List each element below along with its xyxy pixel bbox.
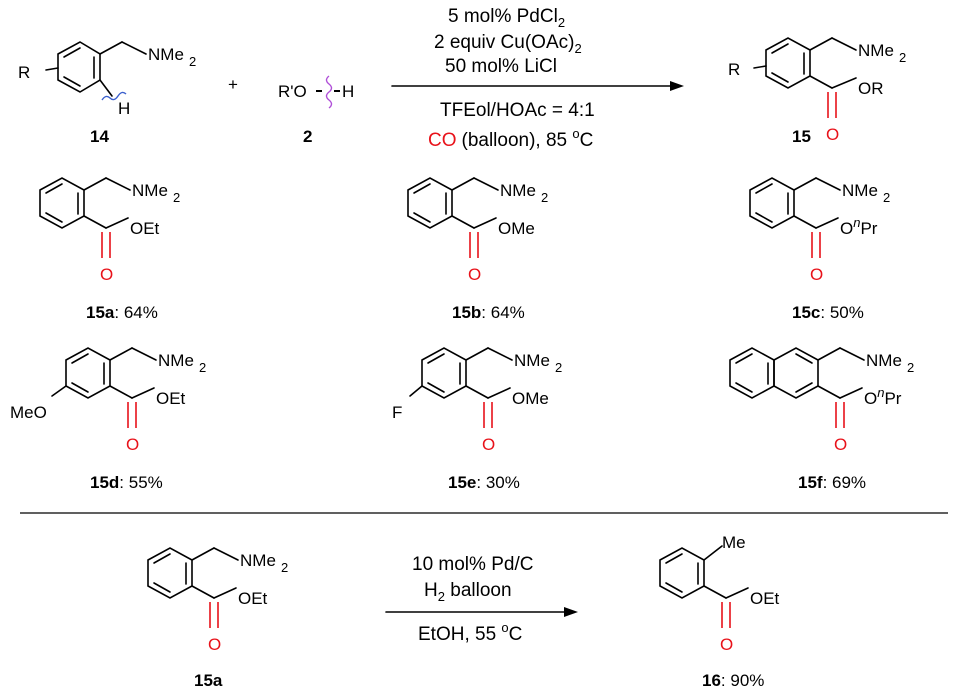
compound-id: 14 (90, 127, 109, 146)
cond-line1: 5 mol% PdCl (448, 6, 558, 27)
svg-text:2 equiv Cu(OAc)2: 2 equiv Cu(OAc)2 (434, 32, 582, 56)
svg-text:2: 2 (173, 190, 180, 205)
svg-text:5 mol% PdCl2: 5 mol% PdCl2 (448, 6, 565, 30)
svg-text:15f: 69%: 15f: 69% (798, 473, 866, 492)
svg-text:O: O (208, 635, 221, 654)
hydrogen-label: H (118, 99, 130, 118)
svg-text:15d: 55%: 15d: 55% (90, 473, 163, 492)
carbonyl-oxygen: O (826, 125, 839, 144)
svg-text:OEt: OEt (156, 389, 186, 408)
svg-text:O: O (100, 265, 113, 284)
r-group-label: R (728, 60, 740, 79)
bond-cleavage-mark (101, 91, 127, 101)
cond-line2: 2 equiv Cu(OAc) (434, 32, 574, 53)
svg-text:2: 2 (199, 360, 206, 375)
svg-text:F: F (392, 403, 402, 422)
svg-text:O: O (720, 635, 733, 654)
svg-text:NMe: NMe (132, 181, 168, 200)
svg-text:NMe: NMe (240, 551, 276, 570)
svg-text:2: 2 (883, 190, 890, 205)
svg-text:EtOH, 55 oC: EtOH, 55 oC (418, 620, 522, 645)
svg-text:OnPr: OnPr (864, 385, 902, 408)
svg-text:OEt: OEt (130, 219, 160, 238)
substrate-15a: NMe 2 OEt O 15a (147, 547, 288, 690)
reaction-arrow-top (391, 81, 684, 91)
cond-co: CO (428, 130, 457, 151)
svg-text:CO(balloon), 85 oC: CO(balloon), 85 oC (428, 126, 593, 151)
svg-text:2: 2 (281, 560, 288, 575)
bond-cleavage-mark (325, 75, 333, 109)
svg-text:15a: 64%: 15a: 64% (86, 303, 158, 322)
cond-b-line1: 10 mol% Pd/C (412, 554, 533, 575)
svg-text:15e: 30%: 15e: 30% (448, 473, 520, 492)
svg-text:O: O (468, 265, 481, 284)
substrate-14: R NMe 2 H 14 (18, 41, 196, 146)
svg-text:O: O (126, 435, 139, 454)
plus-sign: + (228, 75, 238, 94)
svg-text:NMe: NMe (500, 181, 536, 200)
svg-text:2: 2 (907, 360, 914, 375)
svg-text:2: 2 (541, 190, 548, 205)
product-15e: F NMe 2 OMe O 15e: 30% (392, 347, 562, 492)
product-15d: MeO NMe 2 OEt O 15d: 55% (10, 347, 206, 492)
svg-text:O: O (834, 435, 847, 454)
amine-label: NMe (858, 41, 894, 60)
svg-text:OMe: OMe (512, 389, 549, 408)
amine-label: NMe (148, 45, 184, 64)
svg-text:O: O (482, 435, 495, 454)
compound-id: 15 (792, 127, 811, 146)
svg-text:16: 90%: 16: 90% (702, 671, 764, 690)
r-group-label: R (18, 63, 30, 82)
svg-text:Me: Me (722, 533, 746, 552)
svg-text:OnPr: OnPr (840, 215, 878, 238)
ester-label: OR (858, 79, 884, 98)
reagent-2: R'O H 2 (278, 75, 354, 146)
svg-text:OEt: OEt (750, 589, 780, 608)
cond-line4: TFEol/HOAc = 4:1 (440, 100, 595, 121)
svg-text:NMe: NMe (514, 351, 550, 370)
conditions-bottom: 10 mol% Pd/C H2 balloon EtOH, 55 oC (412, 554, 533, 645)
svg-text:2: 2 (555, 360, 562, 375)
svg-text:NMe: NMe (842, 181, 878, 200)
reaction-arrow-bottom (385, 607, 578, 617)
svg-text:NMe: NMe (158, 351, 194, 370)
svg-text:15b: 64%: 15b: 64% (452, 303, 525, 322)
svg-text:NMe: NMe (866, 351, 902, 370)
product-15b: NMe 2 OMe O 15b: 64% (407, 177, 548, 322)
amine-subscript: 2 (899, 50, 906, 65)
svg-text:MeO: MeO (10, 403, 47, 422)
conditions-top: 5 mol% PdCl2 2 equiv Cu(OAc)2 50 mol% Li… (428, 6, 595, 151)
svg-text:OMe: OMe (498, 219, 535, 238)
reagent-left-label: R'O (278, 82, 307, 101)
amine-subscript: 2 (189, 54, 196, 69)
product-16: Me OEt O 16: 90% (659, 533, 780, 690)
svg-text:15c: 50%: 15c: 50% (792, 303, 864, 322)
product-15: R NMe 2 OR O 15 (728, 37, 906, 146)
svg-text:15a: 15a (194, 671, 223, 690)
svg-text:OEt: OEt (238, 589, 268, 608)
svg-text:H2 balloon: H2 balloon (424, 580, 512, 604)
product-15c: NMe 2 OnPr O 15c: 50% (749, 177, 890, 322)
svg-text:O: O (810, 265, 823, 284)
compound-id: 2 (303, 127, 312, 146)
reagent-right-label: H (342, 82, 354, 101)
product-15f: NMe 2 OnPr O 15f: 69% (729, 347, 914, 492)
cond-line3: 50 mol% LiCl (445, 56, 557, 77)
product-15a: NMe 2 OEt O 15a: 64% (39, 177, 180, 322)
